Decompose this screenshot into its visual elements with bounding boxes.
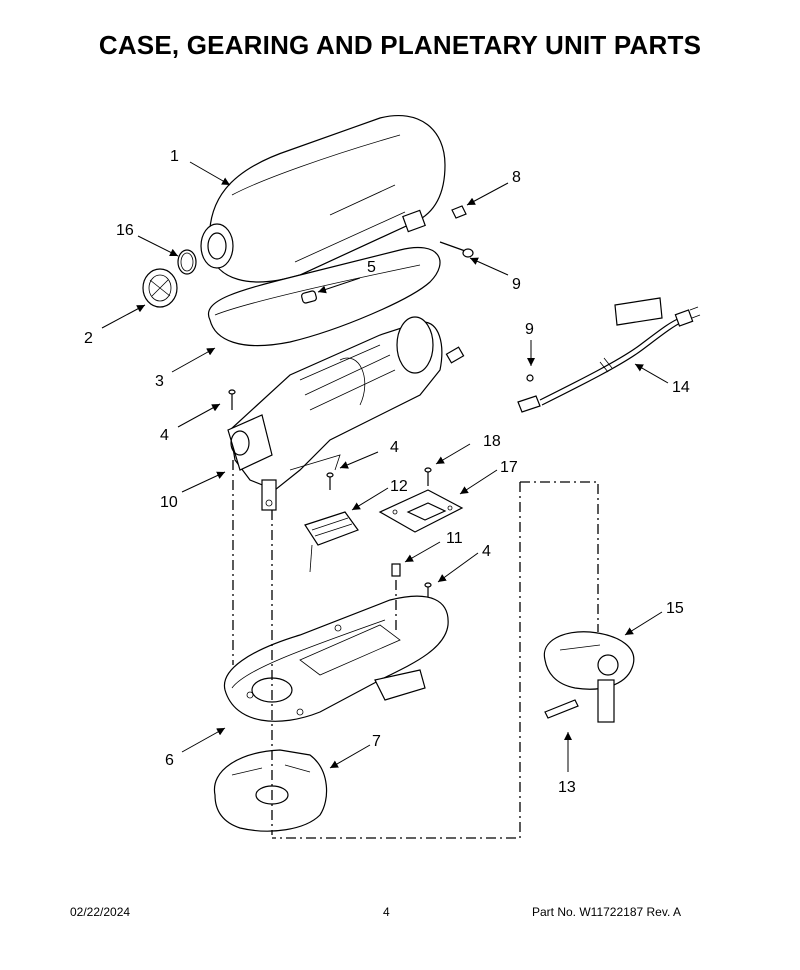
footer-part-number: Part No. W11722187 Rev. A — [532, 905, 681, 919]
callout-1: 1 — [170, 148, 179, 165]
callout-10: 10 — [160, 494, 178, 511]
callout-7: 7 — [372, 733, 381, 750]
screw-part-4-b — [326, 472, 334, 490]
gasket-part-17 — [378, 489, 464, 533]
leader-arrows — [101, 161, 669, 772]
callout-4c: 4 — [482, 543, 491, 560]
callout-18: 18 — [483, 433, 501, 450]
screw-part-8 — [451, 205, 467, 219]
callout-17: 17 — [500, 459, 518, 476]
callout-4a: 4 — [160, 427, 169, 444]
trim-band-part-3 — [207, 246, 441, 347]
callout-8: 8 — [512, 169, 521, 186]
planetary-unit-part-15 — [543, 631, 635, 723]
gear-cover-part-7 — [213, 749, 328, 832]
callout-5: 5 — [367, 259, 376, 276]
plug-part-5 — [301, 290, 317, 304]
gear-housing-part-6 — [223, 595, 449, 722]
screw-part-11 — [391, 563, 401, 577]
footer-page-number: 4 — [383, 905, 390, 919]
callout-9b: 9 — [525, 321, 534, 338]
callout-4b: 4 — [390, 439, 399, 456]
page-title: CASE, GEARING AND PLANETARY UNIT PARTS — [98, 30, 702, 60]
power-cord-part-14 — [517, 297, 701, 413]
motor-housing-part-1 — [200, 115, 446, 283]
callout-16: 16 — [116, 222, 134, 239]
callout-13: 13 — [558, 779, 576, 796]
screw-part-9-top — [439, 241, 474, 258]
callout-9a: 9 — [512, 276, 521, 293]
footer-date: 02/22/2024 — [70, 905, 131, 919]
assembly-alignment-lines — [232, 460, 599, 839]
front-cap-part-2 — [142, 268, 178, 308]
callout-11: 11 — [446, 530, 463, 547]
callout-15: 15 — [666, 600, 684, 617]
motor-assembly-part-10 — [227, 316, 465, 511]
retaining-ring-part-16 — [177, 249, 197, 275]
callout-3: 3 — [155, 373, 164, 390]
callout-12: 12 — [390, 478, 408, 495]
screw-part-4-a — [228, 389, 236, 410]
callout-6: 6 — [165, 752, 174, 769]
callout-2: 2 — [84, 330, 93, 347]
screw-part-18 — [424, 467, 432, 486]
control-board-part-12 — [304, 511, 359, 573]
callout-labels: 1 16 2 3 5 8 9 9 14 4 10 4 12 18 17 11 4… — [84, 148, 690, 796]
pin-part-13 — [544, 699, 579, 719]
callout-14: 14 — [672, 379, 690, 396]
